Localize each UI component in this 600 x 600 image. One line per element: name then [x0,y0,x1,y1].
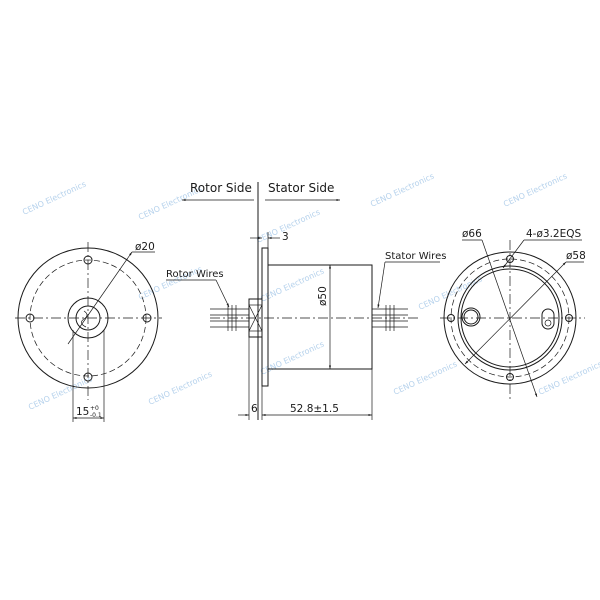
rotor-wire-bundle [210,305,249,331]
rotor-side-label: Rotor Side [190,181,252,195]
left-view: ø20 15 +0 -0.1 [15,241,162,422]
wire-outlet-left-inner [463,309,479,325]
right-view: ø66 4-ø3.2EQS ø58 [440,228,586,400]
bore-diameter-label: ø20 [135,241,155,253]
body-length-label: 52.8±1.5 [290,403,339,415]
mount-hole-top [83,255,93,265]
mount-holes-leader [502,239,525,269]
mount-hole-bottom [506,373,514,381]
shaft-width-label: 15 [76,406,89,418]
stator-wire-bundle [372,305,408,331]
watermark: CENO Electronics [259,266,325,303]
shaft-flat-mark [81,310,88,328]
watermark: CENO Electronics [502,171,568,208]
watermark: CENO Electronics [417,274,483,311]
mount-hole-right [142,313,152,323]
watermark: CENO Electronics [537,359,600,396]
body-diameter-label: ø50 [317,286,329,306]
stator-wires-leader [377,261,386,309]
side-view: Rotor Wires Stator Wires 3 ø50 6 [166,231,446,420]
bore-diameter-leader [67,251,133,345]
shaft-length-label: 6 [251,403,258,415]
bolt-circle-leader [464,261,567,365]
side-header: Rotor Side Stator Side [182,181,340,420]
wire-outlet-left [461,307,481,327]
mount-hole-left [25,313,35,323]
bolt-circle-label: ø58 [566,250,586,262]
watermark: CENO Electronics [392,359,458,396]
rotor-wires-label: Rotor Wires [166,269,224,280]
stator-side-label: Stator Side [268,181,334,195]
wire-outlet-right-inner [544,319,552,327]
shaft-tol-lower: -0.1 [90,412,102,419]
mount-holes-label: 4-ø3.2EQS [526,228,581,240]
flange-thickness-label: 3 [282,231,289,243]
watermark: CENO Electronics [259,339,325,376]
rotor-wires-leader [215,279,230,308]
watermark: CENO Electronics [21,179,87,216]
watermark: CENO Electronics [147,369,213,406]
watermark: CENO Electronics [369,171,435,208]
mount-hole-left [447,314,455,322]
shaft-tol-upper: +0 [90,405,99,412]
stator-wires-label: Stator Wires [385,251,446,262]
body-housing [267,264,373,370]
flange-diameter-label: ø66 [462,228,482,240]
mount-hole-bottom [83,372,93,382]
